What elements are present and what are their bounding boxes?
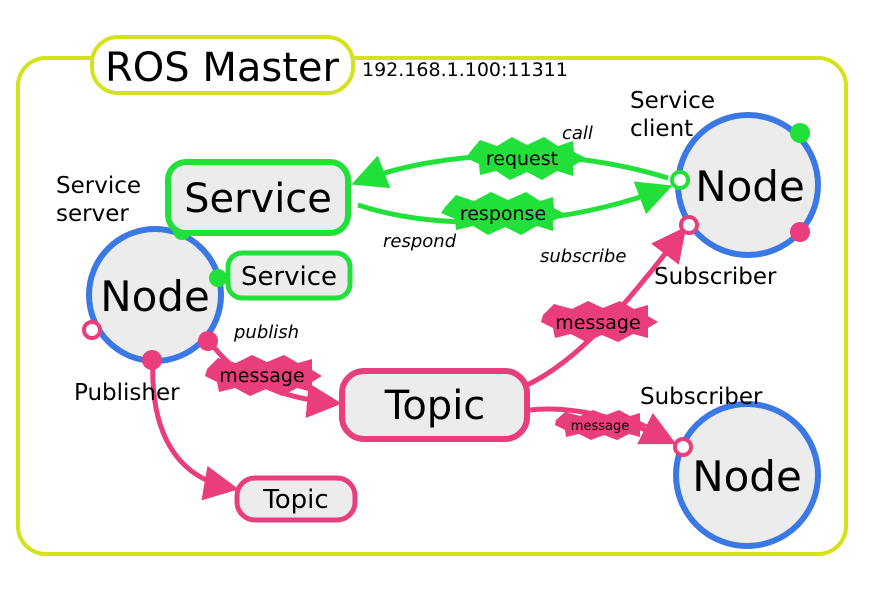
- subscriber-node[interactable]: Node: [673, 401, 821, 549]
- service-box-main[interactable]: Service: [165, 159, 351, 236]
- subscribe-label: subscribe: [540, 246, 626, 267]
- topic-box-small[interactable]: Topic: [234, 475, 358, 523]
- message-burst-subscribe2-shape: [555, 410, 648, 440]
- message-burst-publish: message: [205, 355, 322, 396]
- request-burst-label: request: [486, 148, 558, 170]
- service-client-node-label: Node: [695, 162, 805, 211]
- request-burst: request: [466, 137, 586, 180]
- respond-label: respond: [383, 231, 457, 252]
- service-client-node[interactable]: Node: [675, 112, 821, 258]
- service-box-small-label: Service: [241, 262, 337, 292]
- message-burst-subscribe2: message: [555, 410, 648, 440]
- message-burst-subscribe1: message: [541, 301, 658, 342]
- service-small-port: [209, 269, 227, 287]
- publisher-port: [142, 350, 162, 370]
- ros-master-address: 192.168.1.100:11311: [362, 59, 568, 81]
- call-label: call: [562, 123, 593, 144]
- response-burst-label: response: [460, 203, 546, 225]
- ros-master-title: ROS Master: [105, 45, 340, 91]
- client-subscribe-port: [679, 215, 699, 235]
- ros-master-frame: [16, 56, 848, 556]
- topic-box-main-label: Topic: [384, 383, 486, 429]
- publish-label: publish: [233, 322, 299, 343]
- service-box-main-label: Service: [184, 176, 332, 222]
- message-burst-subscribe1-label: message: [555, 312, 640, 334]
- response-burst: response: [441, 192, 565, 235]
- subscriber-label-1: Subscriber: [654, 264, 777, 290]
- topic-box-small-label: Topic: [262, 485, 328, 515]
- message-burst-publish-shape: [205, 355, 322, 396]
- service-box-small[interactable]: Service: [225, 250, 353, 301]
- service-client-label-line2: client: [630, 116, 693, 142]
- subscriber2-port: [673, 437, 693, 457]
- message-burst-subscribe1-shape: [541, 301, 658, 342]
- message-burst-subscribe2-label: message: [571, 419, 629, 434]
- server-subscribe-port: [82, 320, 102, 340]
- publisher-topic-edge: [150, 359, 239, 501]
- service-server-label-line1: Service: [56, 173, 141, 199]
- service-server-label-line2: server: [56, 201, 129, 227]
- service-server-node[interactable]: Node: [86, 226, 224, 364]
- request-burst-shape: [466, 137, 586, 180]
- subscriber-label-2: Subscriber: [640, 384, 763, 410]
- response-burst-shape: [441, 192, 565, 235]
- service-server-node-label: Node: [100, 272, 210, 321]
- client-green-port: [790, 123, 810, 143]
- service-client-label-line1: Service: [630, 88, 715, 114]
- client-pink-port: [790, 222, 810, 242]
- subscriber-node-label: Node: [692, 452, 802, 501]
- publish-port: [198, 331, 218, 351]
- client-call-port: [670, 170, 690, 190]
- ros-master-title-box: ROS Master: [90, 35, 355, 95]
- topic-box-main[interactable]: Topic: [339, 368, 530, 442]
- publisher-label: Publisher: [74, 380, 180, 406]
- message-burst-publish-label: message: [219, 365, 304, 387]
